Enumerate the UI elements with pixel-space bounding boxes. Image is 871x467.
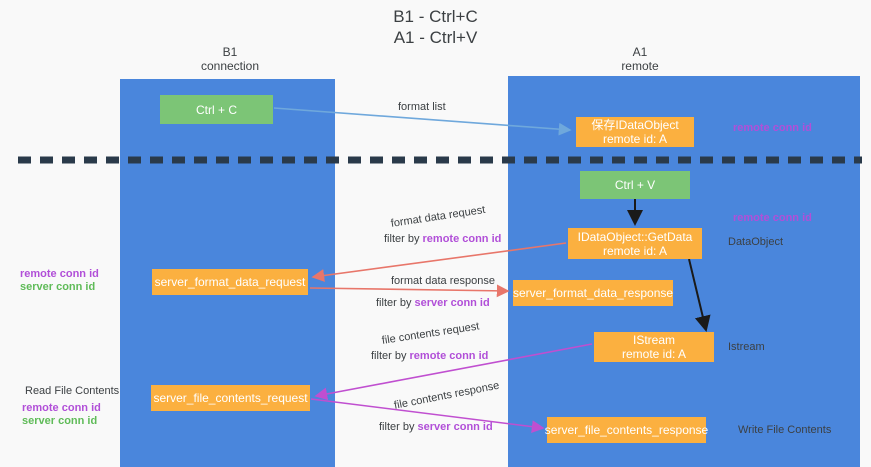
label-left2-server-conn-id: server conn id	[22, 415, 98, 427]
label-file-contents-request: file contents request	[381, 320, 481, 347]
swimlane-header-a1: A1 remote	[621, 45, 659, 73]
node-server-format-data-request[interactable]: server_format_data_request	[152, 269, 308, 295]
label-left-server-conn-id: server conn id	[20, 281, 96, 293]
page-title: B1 - Ctrl+C A1 - Ctrl+V	[393, 7, 478, 47]
label-format-data-response: format data response	[391, 275, 495, 287]
label-data-object: DataObject	[728, 236, 784, 248]
filter-by-text: filter by	[376, 297, 415, 309]
server-conn-id-emphasis: server conn id	[417, 421, 493, 433]
label-filter-by-remote-conn-id-1: filter by remote conn id	[384, 233, 501, 246]
filter-by-text: filter by	[384, 233, 423, 245]
label-filter-by-server-conn-id-2: filter by server conn id	[379, 421, 493, 434]
node-idataobject-getdata[interactable]: IDataObject::GetData remote id: A	[568, 228, 702, 259]
label-left2-remote-conn-id: remote conn id	[22, 402, 101, 414]
server-conn-id-emphasis: server conn id	[414, 297, 490, 309]
node-istream[interactable]: IStream remote id: A	[594, 332, 714, 362]
label-filter-by-remote-conn-id-2: filter by remote conn id	[371, 350, 488, 363]
filter-by-text: filter by	[371, 350, 410, 362]
label-left-remote-conn-id: remote conn id	[20, 268, 99, 280]
label-write-file-contents: Write File Contents	[738, 424, 832, 436]
remote-conn-id-emphasis: remote conn id	[409, 350, 489, 362]
filter-by-text: filter by	[379, 421, 418, 433]
label-file-contents-response: file contents response	[393, 379, 501, 412]
remote-conn-id-emphasis: remote conn id	[422, 233, 502, 245]
label-remote-conn-id-mid: remote conn id	[733, 212, 812, 224]
label-format-data-request: format data request	[390, 203, 487, 230]
node-ctrl-c[interactable]: Ctrl + C	[160, 95, 273, 124]
node-server-file-contents-response[interactable]: server_file_contents_response	[545, 417, 708, 443]
label-filter-by-server-conn-id-1: filter by server conn id	[376, 297, 490, 310]
node-server-format-data-response[interactable]: server_format_data_response	[513, 280, 673, 306]
swimlane-header-b1: B1 connection	[200, 45, 260, 73]
label-format-list: format list	[398, 101, 446, 113]
node-server-file-contents-request[interactable]: server_file_contents_request	[151, 385, 310, 411]
label-istream-side: Istream	[728, 341, 765, 353]
label-read-file-contents: Read File Contents	[25, 385, 120, 397]
node-idataobject-store[interactable]: 保存IDataObject remote id: A	[576, 117, 694, 147]
label-remote-conn-id-top: remote conn id	[733, 122, 812, 134]
node-ctrl-v[interactable]: Ctrl + V	[580, 171, 690, 199]
